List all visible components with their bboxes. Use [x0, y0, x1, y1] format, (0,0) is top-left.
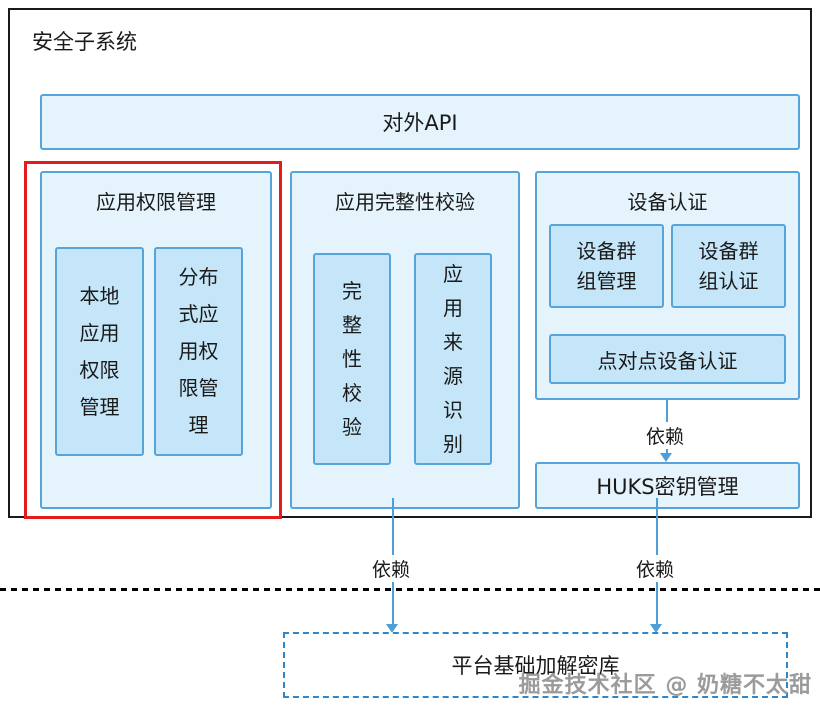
- device-group-auth-box: 设备群组认证: [671, 224, 786, 308]
- arrowhead-down-icon: [650, 624, 662, 633]
- huks-key-mgmt-label: HUKS密钥管理: [596, 474, 739, 499]
- layer-boundary-dashed-line: [0, 588, 820, 591]
- p2p-device-auth-label: 点对点设备认证: [597, 348, 738, 373]
- distributed-app-permission-box: 分布式应用权限管理: [154, 247, 243, 456]
- external-api-box: 对外API: [40, 94, 800, 150]
- platform-crypto-lib-box: 平台基础加解密库: [283, 632, 788, 698]
- device-group-mgmt-box: 设备群组管理: [549, 224, 664, 308]
- app-permission-mgmt-title: 应用权限管理: [96, 190, 216, 214]
- arrowhead-down-icon: [386, 624, 398, 633]
- arrowhead-down-icon: [660, 453, 672, 462]
- app-integrity-title: 应用完整性校验: [335, 190, 475, 214]
- app-source-identify-label: 应用来源识别: [443, 262, 463, 456]
- distributed-app-permission-label: 分布式应用权限管理: [178, 265, 219, 437]
- security-subsystem-box: 安全子系统 对外API 应用权限管理 本地应用权限管理 分布式应用权限管理 应用…: [8, 8, 812, 519]
- integrity-check-label: 完整性校验: [342, 279, 362, 439]
- huks-key-mgmt-box: HUKS密钥管理: [535, 462, 800, 509]
- external-api-label: 对外API: [382, 111, 458, 135]
- security-subsystem-title: 安全子系统: [32, 30, 137, 54]
- device-group-mgmt-label: 设备群组管理: [576, 239, 637, 293]
- local-app-permission-label: 本地应用权限管理: [79, 283, 120, 419]
- p2p-device-auth-box: 点对点设备认证: [549, 334, 786, 384]
- platform-crypto-lib-label: 平台基础加解密库: [451, 654, 620, 678]
- dependency-label-2: 依赖: [369, 555, 414, 582]
- local-app-permission-box: 本地应用权限管理: [55, 247, 144, 456]
- device-auth-title: 设备认证: [627, 190, 708, 214]
- dependency-label-3: 依赖: [633, 555, 678, 582]
- dependency-label-1: 依赖: [643, 422, 688, 449]
- watermark-text: 掘金技术社区 @ 奶糖不太甜: [518, 673, 812, 698]
- device-group-auth-label: 设备群组认证: [698, 239, 759, 293]
- integrity-check-box: 完整性校验: [313, 253, 391, 465]
- app-source-identify-box: 应用来源识别: [414, 253, 492, 465]
